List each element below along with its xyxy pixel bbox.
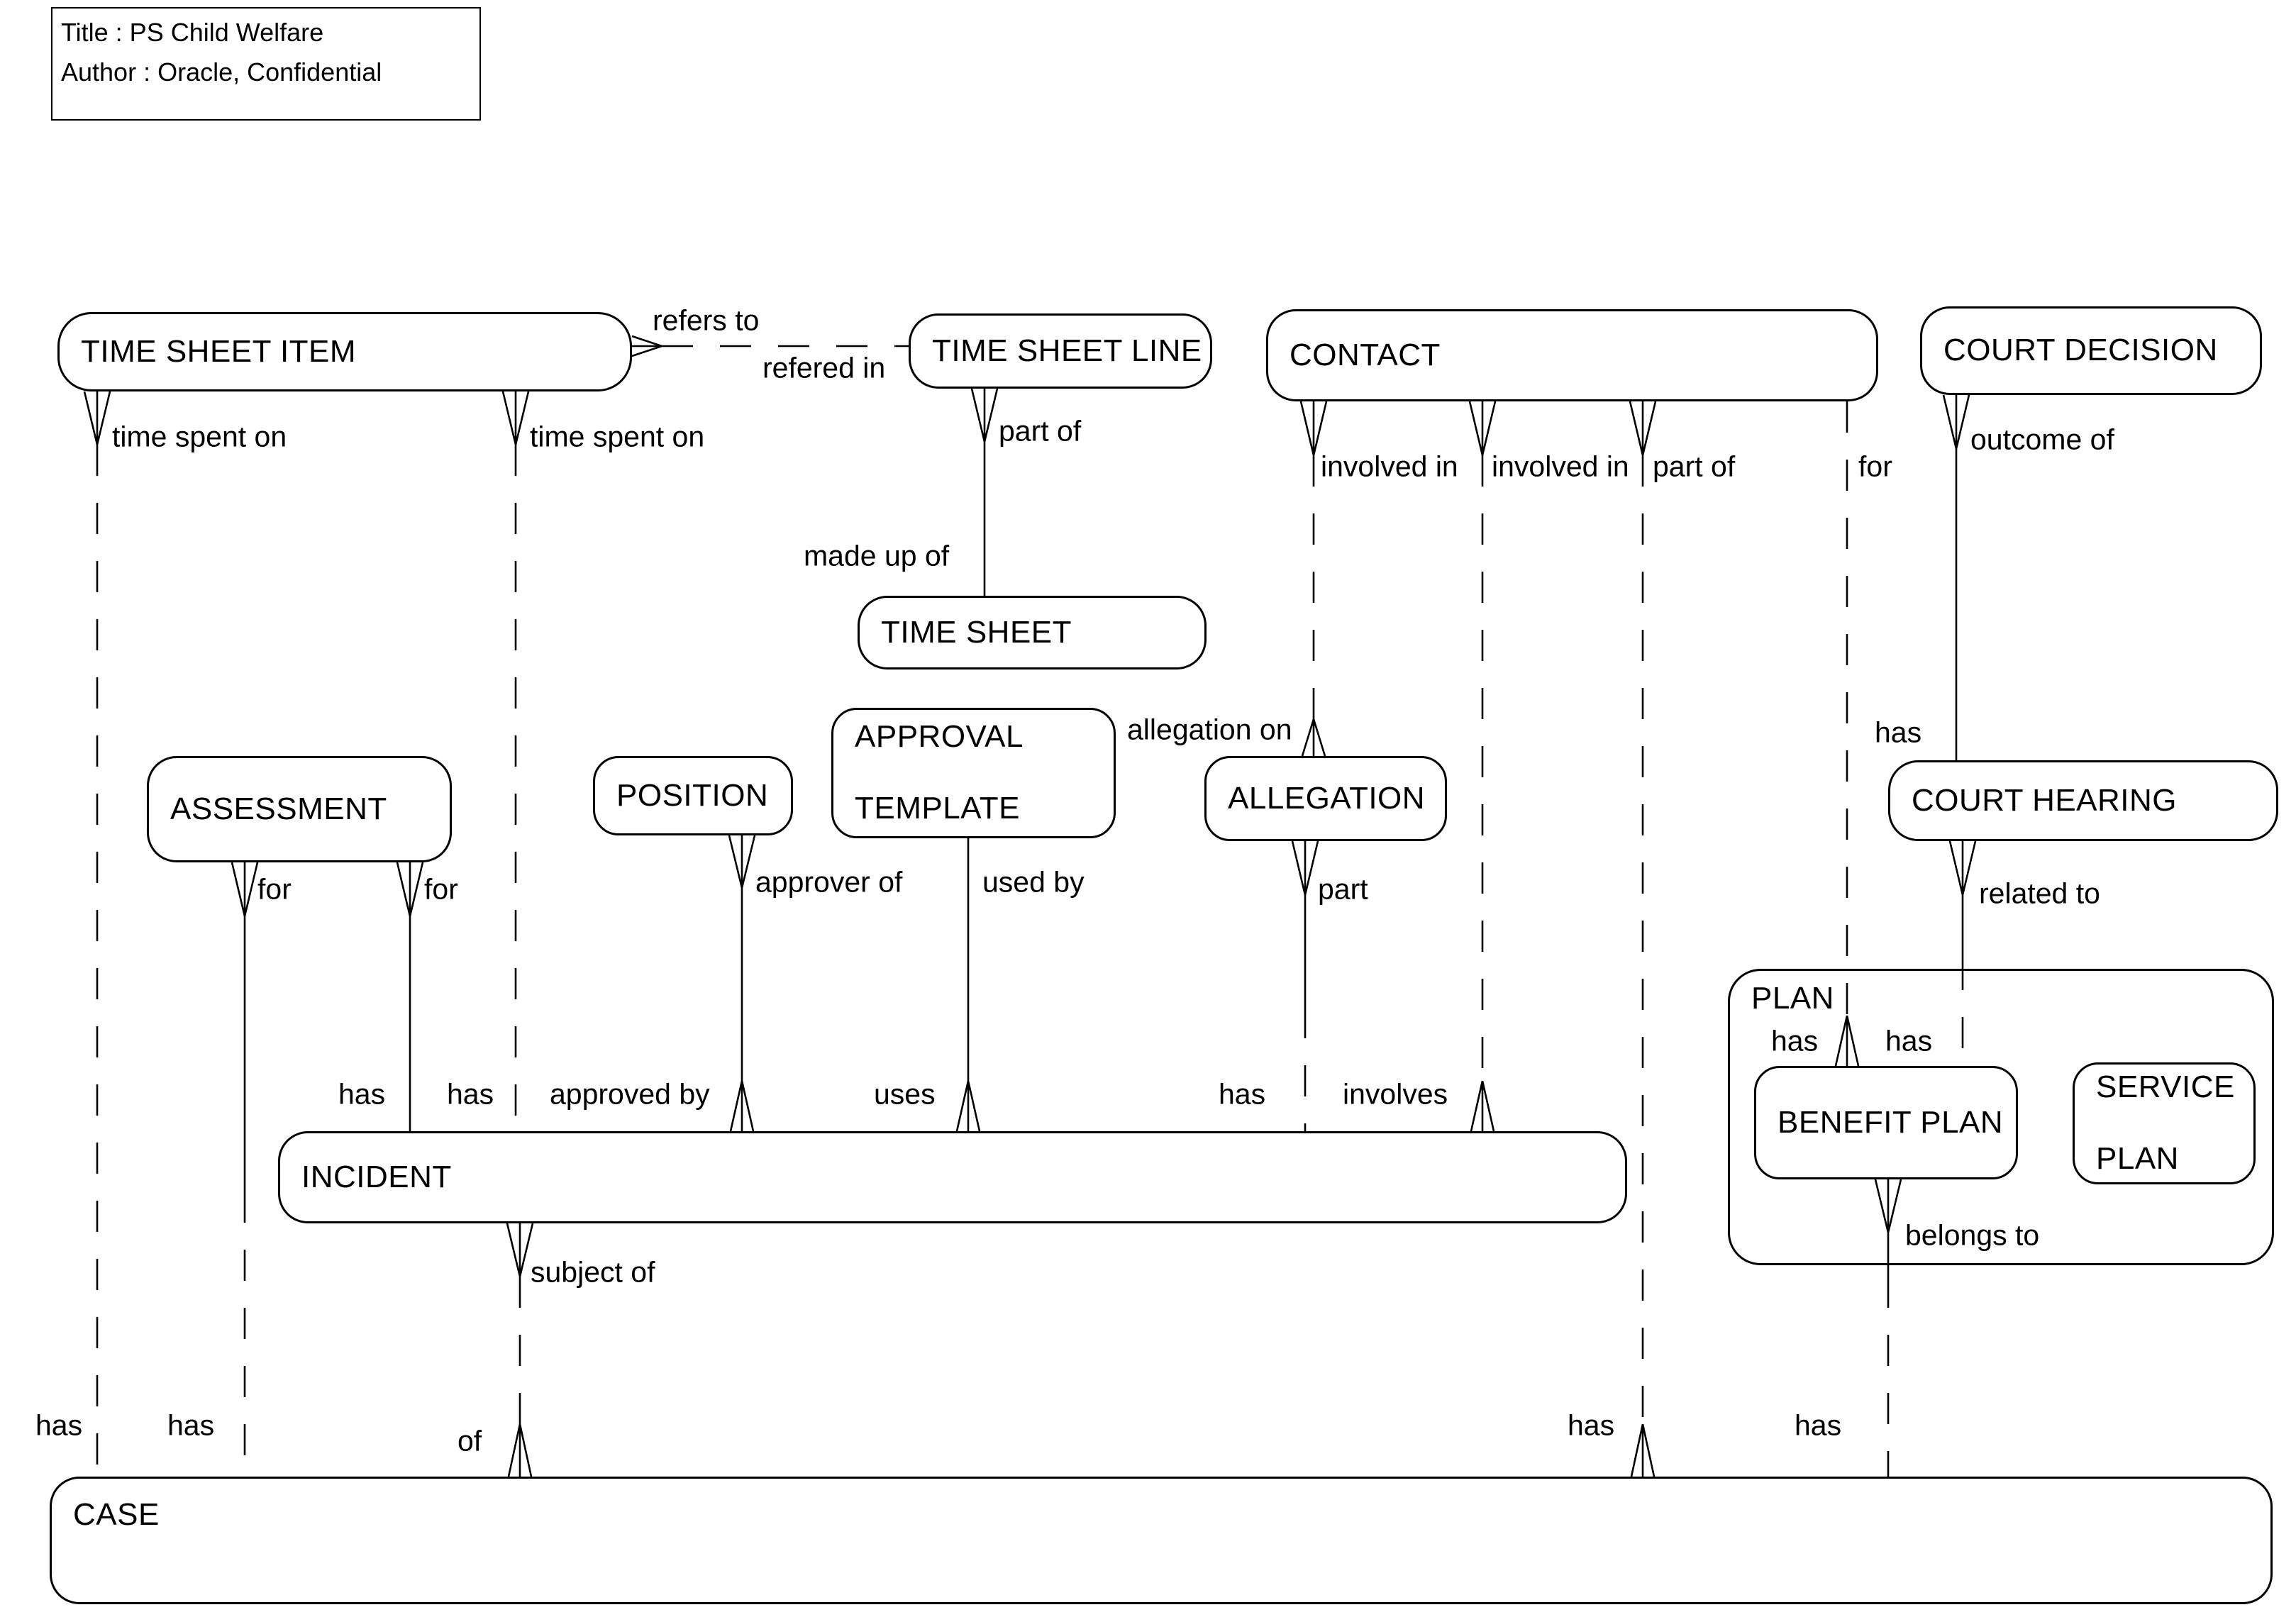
rel-approvaltemplate-incident <box>955 837 981 1132</box>
entity-incident[interactable]: INCIDENT <box>278 1131 1627 1223</box>
entity-assessment[interactable]: ASSESSMENT <box>147 756 452 862</box>
rel-label-has-incident-1: has <box>338 1077 386 1111</box>
rel-label-subject-of: subject of <box>531 1255 655 1289</box>
entity-label: BENEFIT PLAN <box>1778 1104 2004 1140</box>
rel-position-incident <box>728 835 756 1132</box>
entity-allegation[interactable]: ALLEGATION <box>1204 756 1447 841</box>
entity-case[interactable]: CASE <box>50 1477 2273 1604</box>
rel-courtdecision-courthearing <box>1942 394 1970 760</box>
entity-plan[interactable]: PLAN <box>1728 969 2274 1265</box>
rel-label-time-spent-on-2: time spent on <box>530 420 705 453</box>
rel-label-has-case-1: has <box>35 1408 83 1442</box>
rel-label-refered-in: refered in <box>762 351 886 384</box>
rel-label-allegation-on: allegation on <box>1127 713 1292 746</box>
rel-timesheetitem-incident <box>501 391 530 1131</box>
entity-label: ALLEGATION <box>1228 780 1426 816</box>
entity-contact[interactable]: CONTACT <box>1266 309 1878 401</box>
rel-label-part-of-2: part of <box>1653 450 1736 483</box>
entity-time-sheet-line[interactable]: TIME SHEET LINE <box>909 313 1212 389</box>
rel-timesheetitem-case <box>83 391 111 1477</box>
entity-label: POSITION <box>616 777 769 813</box>
diagram-author: Author : Oracle, Confidential <box>61 57 382 87</box>
rel-label-used-by: used by <box>982 865 1085 899</box>
rel-label-has-incident-3: has <box>1219 1077 1266 1111</box>
rel-timesheetline-timesheet <box>970 388 999 596</box>
rel-assessment-case <box>231 862 259 1477</box>
entity-label: TIME SHEET LINE <box>932 333 1202 368</box>
rel-contact-incident <box>1468 401 1497 1132</box>
entity-label: CASE <box>73 1497 160 1532</box>
rel-label-approved-by: approved by <box>550 1077 710 1111</box>
entity-time-sheet-item[interactable]: TIME SHEET ITEM <box>57 312 632 391</box>
rel-label-involves: involves <box>1343 1077 1448 1111</box>
entity-service-plan[interactable]: SERVICE PLAN <box>2073 1062 2256 1184</box>
entity-position[interactable]: POSITION <box>593 756 793 835</box>
rel-label-made-up-of: made up of <box>804 539 950 572</box>
entity-label: TIME SHEET <box>881 614 1072 650</box>
rel-label-approver-of: approver of <box>755 865 903 899</box>
entity-label: PLAN <box>1751 981 1834 1016</box>
rel-label-has-benefitplan-1: has <box>1771 1024 1819 1057</box>
diagram-title: Title : PS Child Welfare <box>61 18 324 47</box>
entity-time-sheet[interactable]: TIME SHEET <box>858 596 1207 669</box>
entity-label: APPROVAL TEMPLATE <box>855 719 1024 826</box>
entity-label: COURT HEARING <box>1912 782 2178 818</box>
rel-label-has-case-4: has <box>1795 1408 1842 1442</box>
rel-label-belongs-to: belongs to <box>1905 1218 2040 1252</box>
rel-allegation-incident <box>1291 840 1319 1131</box>
entity-court-decision[interactable]: COURT DECISION <box>1920 306 2262 395</box>
entity-label: INCIDENT <box>301 1159 452 1194</box>
rel-label-has-case-3: has <box>1568 1408 1615 1442</box>
rel-contact-case <box>1629 401 1657 1477</box>
rel-assessment-incident <box>396 862 424 1131</box>
rel-incident-case <box>506 1223 534 1477</box>
rel-label-part: part <box>1318 872 1368 906</box>
rel-label-has-courthearing: has <box>1875 716 1922 749</box>
entity-benefit-plan[interactable]: BENEFIT PLAN <box>1754 1066 2018 1179</box>
entity-court-hearing[interactable]: COURT HEARING <box>1888 760 2278 841</box>
rel-label-for-contact: for <box>1858 450 1892 483</box>
rel-label-involved-in-2: involved in <box>1492 450 1629 483</box>
rel-label-has-benefitplan-2: has <box>1885 1024 1933 1057</box>
entity-approval-template[interactable]: APPROVAL TEMPLATE <box>831 708 1116 838</box>
rel-label-has-case-2: has <box>167 1408 215 1442</box>
entity-label: COURT DECISION <box>1943 333 2218 368</box>
rel-label-time-spent-on-1: time spent on <box>112 420 287 453</box>
rel-label-of: of <box>457 1424 482 1457</box>
diagram-title-block: Title : PS Child Welfare Author : Oracle… <box>51 7 481 121</box>
entity-label: CONTACT <box>1290 337 1441 372</box>
rel-label-related-to: related to <box>1979 877 2100 910</box>
rel-contact-benefitplan <box>1834 401 1860 1067</box>
rel-label-uses: uses <box>874 1077 936 1111</box>
rel-label-for-assessment-2: for <box>424 872 458 906</box>
rel-label-involved-in-1: involved in <box>1321 450 1458 483</box>
rel-label-part-of-1: part of <box>999 414 1082 448</box>
rel-label-for-assessment-1: for <box>257 872 292 906</box>
entity-label: ASSESSMENT <box>170 791 387 826</box>
rel-label-outcome-of: outcome of <box>1970 423 2114 456</box>
rel-label-refers-to: refers to <box>653 304 760 337</box>
entity-label: SERVICE PLAN <box>2096 1069 2235 1177</box>
rel-label-has-incident-2: has <box>447 1077 494 1111</box>
entity-label: TIME SHEET ITEM <box>81 333 357 369</box>
